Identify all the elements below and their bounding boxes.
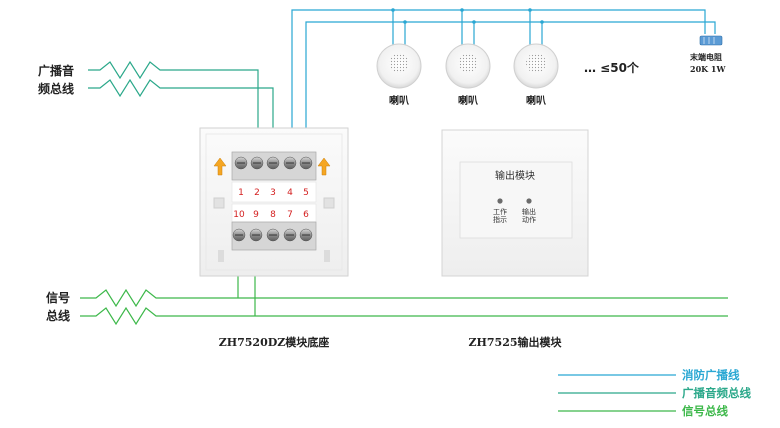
signal-bus-wiring xyxy=(80,248,728,326)
terminal-label: 4 xyxy=(287,188,293,198)
resistor-title: 末端电阻 xyxy=(690,52,722,62)
work-indicator-led-icon xyxy=(497,198,503,204)
resistor-icon xyxy=(699,35,723,46)
resistor-spec: 20K 1W xyxy=(690,64,726,74)
wire-junctions xyxy=(391,8,544,24)
legend-label-audio-bus: 广播音频总线 xyxy=(682,386,751,400)
bottom-terminal-screws xyxy=(232,228,313,242)
legend-label-signal-bus: 信号总线 xyxy=(682,404,728,418)
speaker-1-label: 喇叭 xyxy=(389,94,409,107)
speaker-limit-label: … ≤50个 xyxy=(584,60,640,75)
legend: 消防广播线 广播音频总线 信号总线 xyxy=(558,368,751,418)
terminal-label: 6 xyxy=(303,210,309,220)
terminal-label: 1 xyxy=(238,188,244,198)
base-caption: ZH7520DZ模块底座 xyxy=(219,335,330,349)
terminal-label: 3 xyxy=(270,188,276,198)
speaker-3-label: 喇叭 xyxy=(526,94,546,107)
up-arrow-icon xyxy=(317,157,331,176)
output-indicator-label-line2: 动作 xyxy=(522,215,536,224)
speaker-grille-icon xyxy=(526,53,546,73)
audio-bus-label-line1: 广播音 xyxy=(38,63,74,78)
module-base: 1 2 3 4 5 10 9 8 7 6 xyxy=(199,127,349,277)
output-indicator-led-icon xyxy=(526,198,532,204)
signal-bus-label: 信号 总线 xyxy=(46,290,70,323)
top-terminal-screws xyxy=(234,156,313,170)
terminal-label: 7 xyxy=(287,210,293,220)
terminal-label: 9 xyxy=(253,210,259,220)
work-indicator-label-line2: 指示 xyxy=(493,215,507,224)
signal-bus-label-line1: 信号 xyxy=(46,290,70,305)
audio-bus-label: 广播音 频总线 xyxy=(38,63,74,96)
audio-bus-label-line2: 频总线 xyxy=(38,81,74,96)
terminal-resistor: 末端电阻 20K 1W xyxy=(690,35,726,74)
speaker-1: 喇叭 xyxy=(376,43,422,107)
speaker-grille-icon xyxy=(458,53,478,73)
terminal-label: 5 xyxy=(303,188,309,198)
speaker-2-label: 喇叭 xyxy=(458,94,478,107)
legend-label-fire-broadcast: 消防广播线 xyxy=(682,368,740,382)
terminal-label: 2 xyxy=(254,188,260,198)
fire-broadcast-wiring xyxy=(291,9,716,133)
module-title: 输出模块 xyxy=(495,169,535,182)
up-arrow-icon xyxy=(213,157,227,176)
output-indicator-label-line1: 输出 xyxy=(522,207,536,216)
terminal-label: 10 xyxy=(233,210,245,220)
speaker-3: 喇叭 xyxy=(513,43,559,107)
speaker-2: 喇叭 xyxy=(445,43,491,107)
module-caption: ZH7525输出模块 xyxy=(468,335,562,349)
output-module: 输出模块 工作 指示 输出 动作 xyxy=(441,129,589,277)
signal-bus-label-line2: 总线 xyxy=(46,308,70,323)
audio-bus-wiring xyxy=(88,60,274,133)
speaker-grille-icon xyxy=(389,53,409,73)
terminal-label: 8 xyxy=(270,210,276,220)
work-indicator-label-line1: 工作 xyxy=(493,207,507,216)
